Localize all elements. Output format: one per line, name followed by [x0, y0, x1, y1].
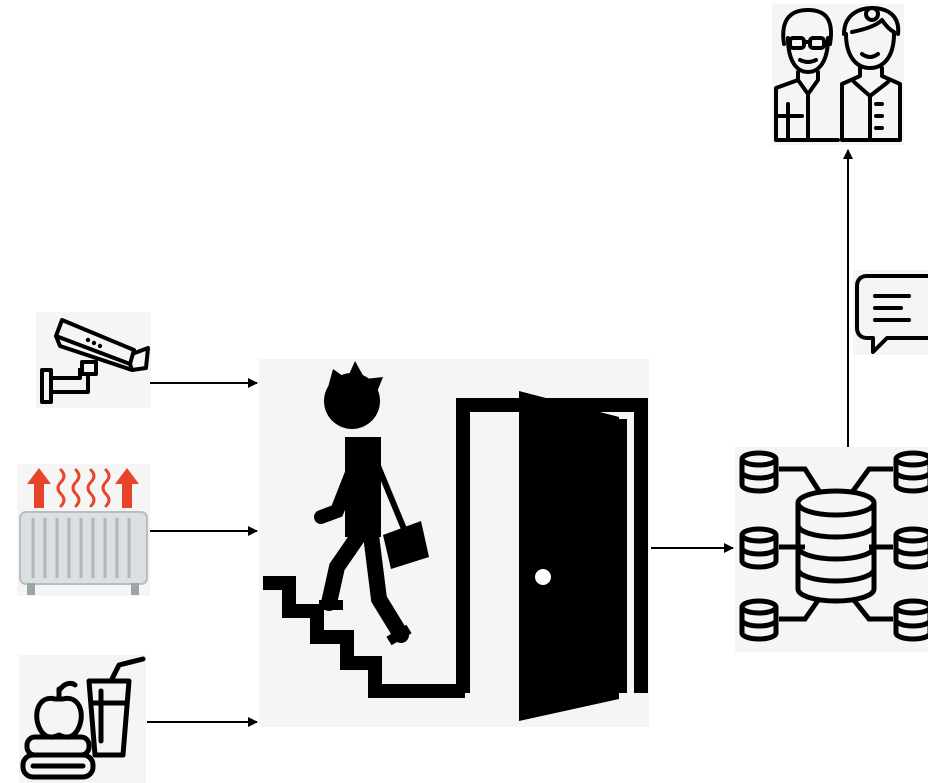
- elderly-couple-icon: [774, 6, 902, 142]
- security-camera-icon: [40, 318, 150, 404]
- message-node: [853, 270, 928, 355]
- radiator-heater-icon: [19, 468, 148, 595]
- food-drink-icon: [20, 656, 146, 780]
- chat-message-icon: [855, 274, 928, 354]
- heater-node: [17, 464, 150, 596]
- family-node: [772, 4, 904, 145]
- database-node: [735, 447, 928, 652]
- database-network-icon: [739, 450, 928, 642]
- person-exit-node: [259, 359, 649, 727]
- person-leaving-through-door-icon: [263, 361, 648, 721]
- security-camera-node: [36, 312, 151, 408]
- food-node: [19, 655, 146, 783]
